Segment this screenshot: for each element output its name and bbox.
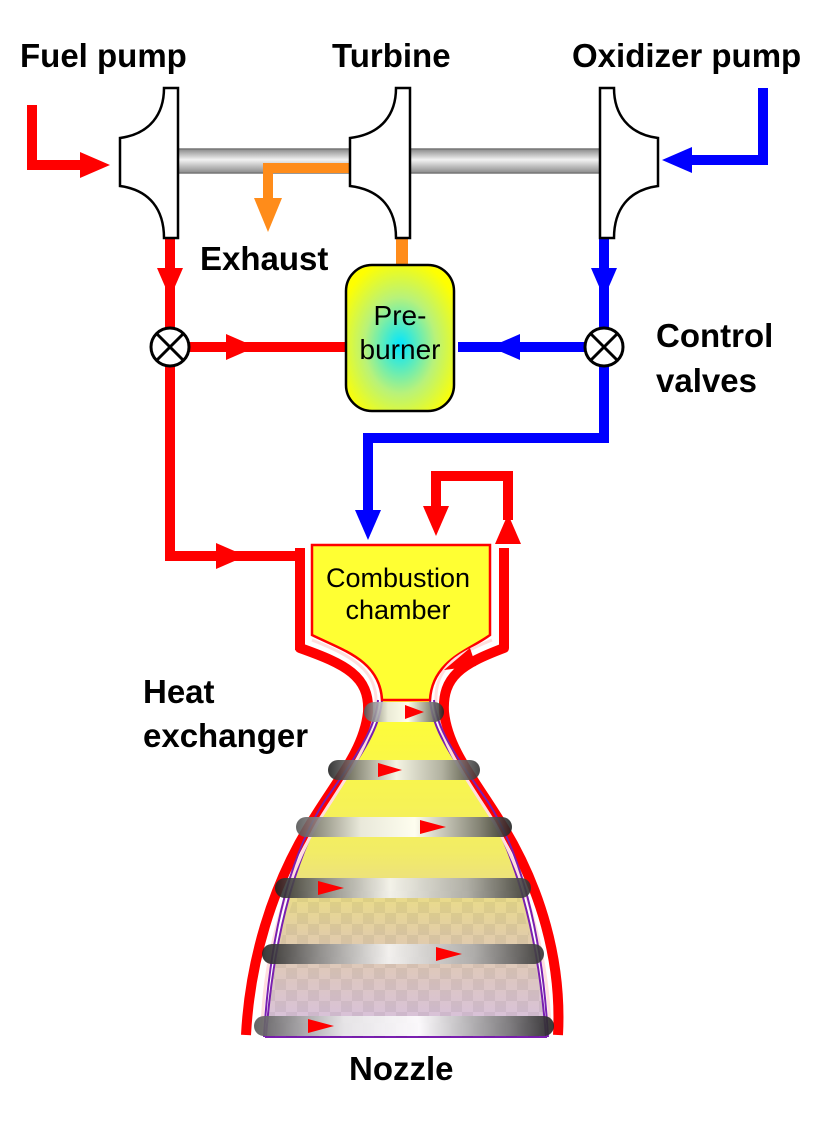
- coolant-band-arrow: [436, 947, 462, 961]
- coolant-up-arrow: [495, 514, 521, 544]
- fuel-pump-rotor: [118, 86, 180, 240]
- nozzle-label: Nozzle: [349, 1050, 454, 1087]
- combustion-chamber-label-line1: Combustion: [325, 563, 471, 593]
- turbine-rotor: [348, 86, 412, 240]
- heat-exchanger-inner-left: [260, 638, 378, 1031]
- turbine-label: Turbine: [332, 37, 451, 74]
- preburner-label-line1: Pre-: [373, 300, 427, 331]
- oxidizer-to-chamber-arrow: [355, 510, 381, 540]
- coolant-band: [275, 878, 531, 898]
- exhaust-line: [263, 163, 350, 205]
- fuel-pump-label: Fuel pump: [20, 37, 187, 74]
- fuel-down-arrow: [157, 268, 183, 298]
- coolant-band: [364, 702, 444, 722]
- fuel-control-valve: [149, 326, 191, 368]
- fuel-to-preburner-arrow: [226, 334, 256, 360]
- fuel-inlet-line: [27, 105, 92, 170]
- preburner-label-line2: burner: [359, 334, 441, 365]
- coolant-return-arrow: [444, 648, 476, 670]
- coolant-band: [328, 760, 480, 780]
- exhaust-arrow: [254, 198, 282, 232]
- coolant-band: [296, 817, 512, 837]
- coolant-bands: [254, 702, 554, 1036]
- turbine-outlet-line: [396, 232, 408, 270]
- coolant-band: [254, 1016, 554, 1036]
- oxidizer-down-arrow: [591, 268, 617, 298]
- oxidizer-to-preburner-arrow: [490, 334, 520, 360]
- oxidizer-pump-rotor: [598, 86, 660, 240]
- heat-exchanger-label-line2: exchanger: [143, 717, 309, 754]
- fuel-to-chamber-arrow: [216, 543, 246, 569]
- coolant-band-arrow: [318, 881, 344, 895]
- exhaust-label: Exhaust: [200, 240, 329, 277]
- fuel-inlet-arrow: [80, 152, 110, 178]
- coolant-band-arrow: [405, 705, 424, 719]
- heat-exchanger-label-line1: Heat: [143, 673, 215, 710]
- fuel-main-line: [165, 232, 305, 650]
- combustion-chamber: [310, 543, 492, 702]
- control-valves-label-line2: valves: [656, 362, 757, 399]
- oxidizer-pump-label: Oxidizer pump: [572, 37, 802, 74]
- oxidizer-inlet-line: [680, 88, 768, 165]
- preburner: [344, 263, 456, 413]
- coolant-return-line: [431, 471, 513, 520]
- coolant-down-arrow: [423, 506, 449, 536]
- combustion-chamber-label-line2: chamber: [345, 595, 451, 625]
- control-valves-label-line1: Control: [656, 317, 774, 354]
- heat-exchanger-inner-right: [434, 638, 552, 1031]
- oxidizer-control-valve: [583, 326, 625, 368]
- coolant-band-arrow: [378, 763, 402, 777]
- coolant-band-arrow: [308, 1019, 334, 1033]
- oxidizer-inlet-arrow: [662, 147, 692, 173]
- coolant-band: [262, 944, 544, 964]
- coolant-band-arrow: [420, 820, 446, 834]
